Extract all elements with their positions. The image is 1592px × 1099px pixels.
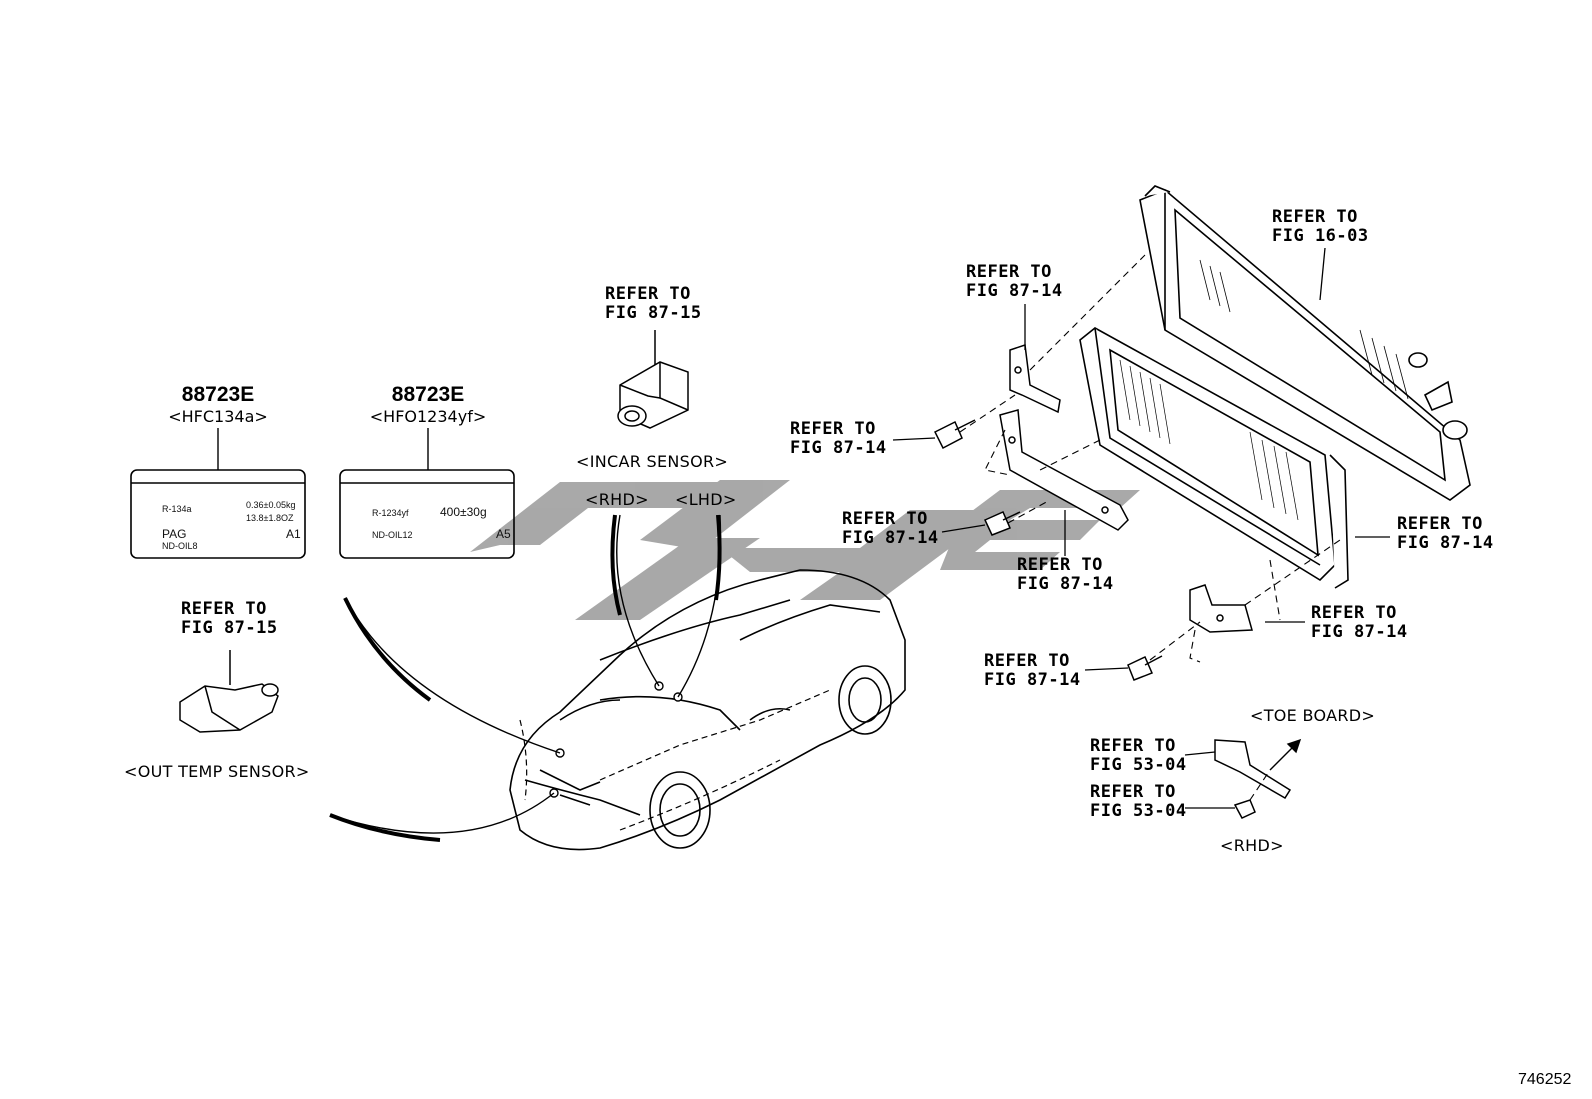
label-hfo-refrigerant: R-1234yf — [372, 508, 409, 518]
reference-leader-lines — [892, 247, 1390, 809]
caption-out-temp-sensor: <OUT TEMP SENSOR> — [124, 762, 310, 781]
label-hfc-oil-type: PAG — [162, 527, 187, 541]
upper-bracket-part — [1009, 343, 1061, 414]
incar-sensor-part — [617, 330, 689, 429]
label-hfc-refrigerant: R-134a — [162, 504, 192, 514]
watermark-logo — [470, 480, 1140, 620]
label-leader-lines — [217, 428, 429, 470]
label-part-number-hfo: 88723E — [391, 383, 465, 406]
toe-board-arrow — [1269, 738, 1302, 771]
out-temp-sensor-part — [179, 650, 279, 733]
assembly-dashed-lines — [959, 254, 1341, 801]
caption-incar-sensor: <INCAR SENSOR> — [576, 452, 729, 471]
label-part-number-hfc: 88723E — [181, 383, 255, 406]
label-hfc-charge-kg: 0.36±0.05kg — [246, 500, 296, 510]
label-hfc-charge-oz: 13.8±1.8OZ — [246, 513, 294, 523]
caption-toe-board: <TOE BOARD> — [1250, 706, 1376, 725]
label-gas-hfc: <HFC134a> — [168, 407, 268, 426]
toe-board-parts — [1214, 739, 1292, 819]
caption-lhd: <LHD> — [675, 490, 737, 509]
mid-bracket-part — [999, 409, 1129, 531]
label-hfc-code: A1 — [286, 527, 301, 541]
vehicle-hidden-lines — [519, 689, 831, 831]
label-hfo-oil-name: ND-OIL12 — [372, 530, 413, 540]
location-callout-heavy — [329, 514, 722, 842]
label-hfc-oil-name: ND-OIL8 — [162, 541, 198, 551]
label-hfo-code: A5 — [496, 527, 511, 541]
lower-bracket-part — [1189, 584, 1253, 633]
label-hfo-charge: 400±30g — [440, 505, 487, 519]
label-hfo1234yf-plate — [339, 469, 515, 559]
radiator-part — [1139, 185, 1471, 501]
figure-number: 746252 — [1518, 1071, 1572, 1088]
radiator-core-hatching — [1199, 259, 1409, 400]
label-gas-hfo: <HFO1234yf> — [369, 407, 487, 426]
condenser-core-hatching — [1119, 359, 1299, 521]
bolt-parts — [933, 419, 1163, 681]
caption-toe-board-rhd: <RHD> — [1220, 836, 1284, 855]
vehicle-outline — [509, 569, 906, 851]
caption-rhd: <RHD> — [585, 490, 649, 509]
